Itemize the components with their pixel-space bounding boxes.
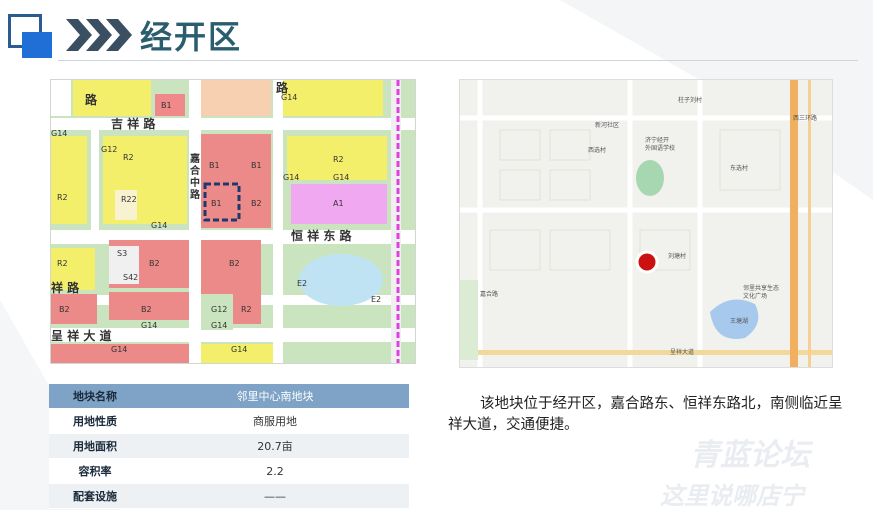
svg-text:柱子刘村: 柱子刘村 [678,96,702,104]
table-row: 容积率 2.2 [49,458,409,484]
svg-text:G14: G14 [281,93,297,102]
svg-text:文化广场: 文化广场 [743,292,767,300]
chevrons-icon [66,19,132,51]
table-value: 20.7亩 [141,433,409,459]
table-label: 用地性质 [49,408,141,434]
page-title: 经开区 [140,18,243,56]
svg-text:B2: B2 [229,259,240,268]
svg-text:R2: R2 [241,305,252,314]
svg-text:G14: G14 [141,321,157,330]
watermark-line-1: 青蓝论坛 [690,438,810,473]
svg-text:G14: G14 [231,345,247,354]
logo-square-filled [22,32,52,58]
svg-text:G14: G14 [333,173,349,182]
svg-text:E2: E2 [297,279,307,288]
table-label: 用地面积 [49,433,141,459]
svg-text:外国语学校: 外国语学校 [645,144,675,152]
title-divider [58,60,858,61]
svg-text:嘉: 嘉 [189,152,200,165]
svg-text:R2: R2 [333,155,344,164]
svg-text:呈 祥 大 道: 呈 祥 大 道 [51,328,112,343]
svg-text:B2: B2 [251,199,262,208]
svg-text:合: 合 [189,164,201,177]
svg-text:B1: B1 [211,199,222,208]
table-label: 容积率 [49,458,141,484]
svg-text:恒 祥 东 路: 恒 祥 东 路 [291,228,353,243]
svg-text:济宁经开: 济宁经开 [645,136,669,144]
table-label: 配套设施 [49,483,141,509]
svg-text:S3: S3 [117,249,127,258]
table-value: —— [141,483,409,509]
svg-text:R2: R2 [57,259,68,268]
svg-text:王塘湖: 王塘湖 [730,317,748,325]
svg-text:刘塘村: 刘塘村 [668,252,686,260]
table-row: 用地面积 20.7亩 [49,433,409,459]
svg-text:G14: G14 [211,321,227,330]
svg-text:B2: B2 [141,305,152,314]
table-value: 商服用地 [141,408,409,434]
svg-text:G14: G14 [283,173,299,182]
svg-text:B1: B1 [251,161,262,170]
table-row: 配套设施 —— [49,483,409,509]
table-value: 邻里中心南地块 [141,384,409,409]
svg-text:B1: B1 [209,161,220,170]
watermark-line-2: 这里说哪店宁 [660,482,804,510]
svg-text:R22: R22 [121,195,137,204]
svg-text:E2: E2 [371,295,381,304]
svg-text:路: 路 [85,92,98,107]
plot-description: 该地块位于经开区，嘉合路东、恒祥东路北，南侧临近呈祥大道，交通便捷。 [448,396,843,433]
svg-text:东选村: 东选村 [730,164,748,172]
svg-text:S42: S42 [123,273,138,282]
svg-text:西选村: 西选村 [588,146,606,154]
svg-text:G14: G14 [51,129,67,138]
location-map: 柱子刘村新河社区 济宁经开外国语学校 西选村东选村 刘塘村邻里共享生态文化广场 … [459,79,833,368]
svg-text:呈祥大道: 呈祥大道 [670,348,694,356]
svg-text:G12: G12 [211,305,227,314]
svg-text:祥 路: 祥 路 [51,280,80,295]
svg-text:吉 祥 路: 吉 祥 路 [111,116,156,131]
plot-info-table: 地块名称 邻里中心南地块 用地性质 商服用地 用地面积 20.7亩 容积率 2.… [49,384,409,509]
svg-text:R2: R2 [57,193,68,202]
svg-text:西三环路: 西三环路 [793,114,817,122]
svg-text:B2: B2 [149,259,160,268]
svg-text:邻里共享生态: 邻里共享生态 [743,284,779,292]
table-row: 用地性质 商服用地 [49,408,409,434]
svg-text:A1: A1 [333,199,344,208]
table-label: 地块名称 [49,384,141,409]
svg-text:G12: G12 [101,145,117,154]
svg-text:R2: R2 [123,153,134,162]
svg-text:中: 中 [190,176,200,189]
svg-text:路: 路 [190,188,201,201]
svg-text:新河社区: 新河社区 [595,121,619,129]
svg-text:B2: B2 [59,305,70,314]
table-value: 2.2 [141,458,409,484]
svg-text:G14: G14 [151,221,167,230]
svg-text:嘉合路: 嘉合路 [480,290,498,298]
svg-text:路: 路 [276,80,289,95]
svg-text:G14: G14 [111,345,127,354]
table-row: 地块名称 邻里中心南地块 [49,384,409,409]
svg-text:B1: B1 [161,101,172,110]
